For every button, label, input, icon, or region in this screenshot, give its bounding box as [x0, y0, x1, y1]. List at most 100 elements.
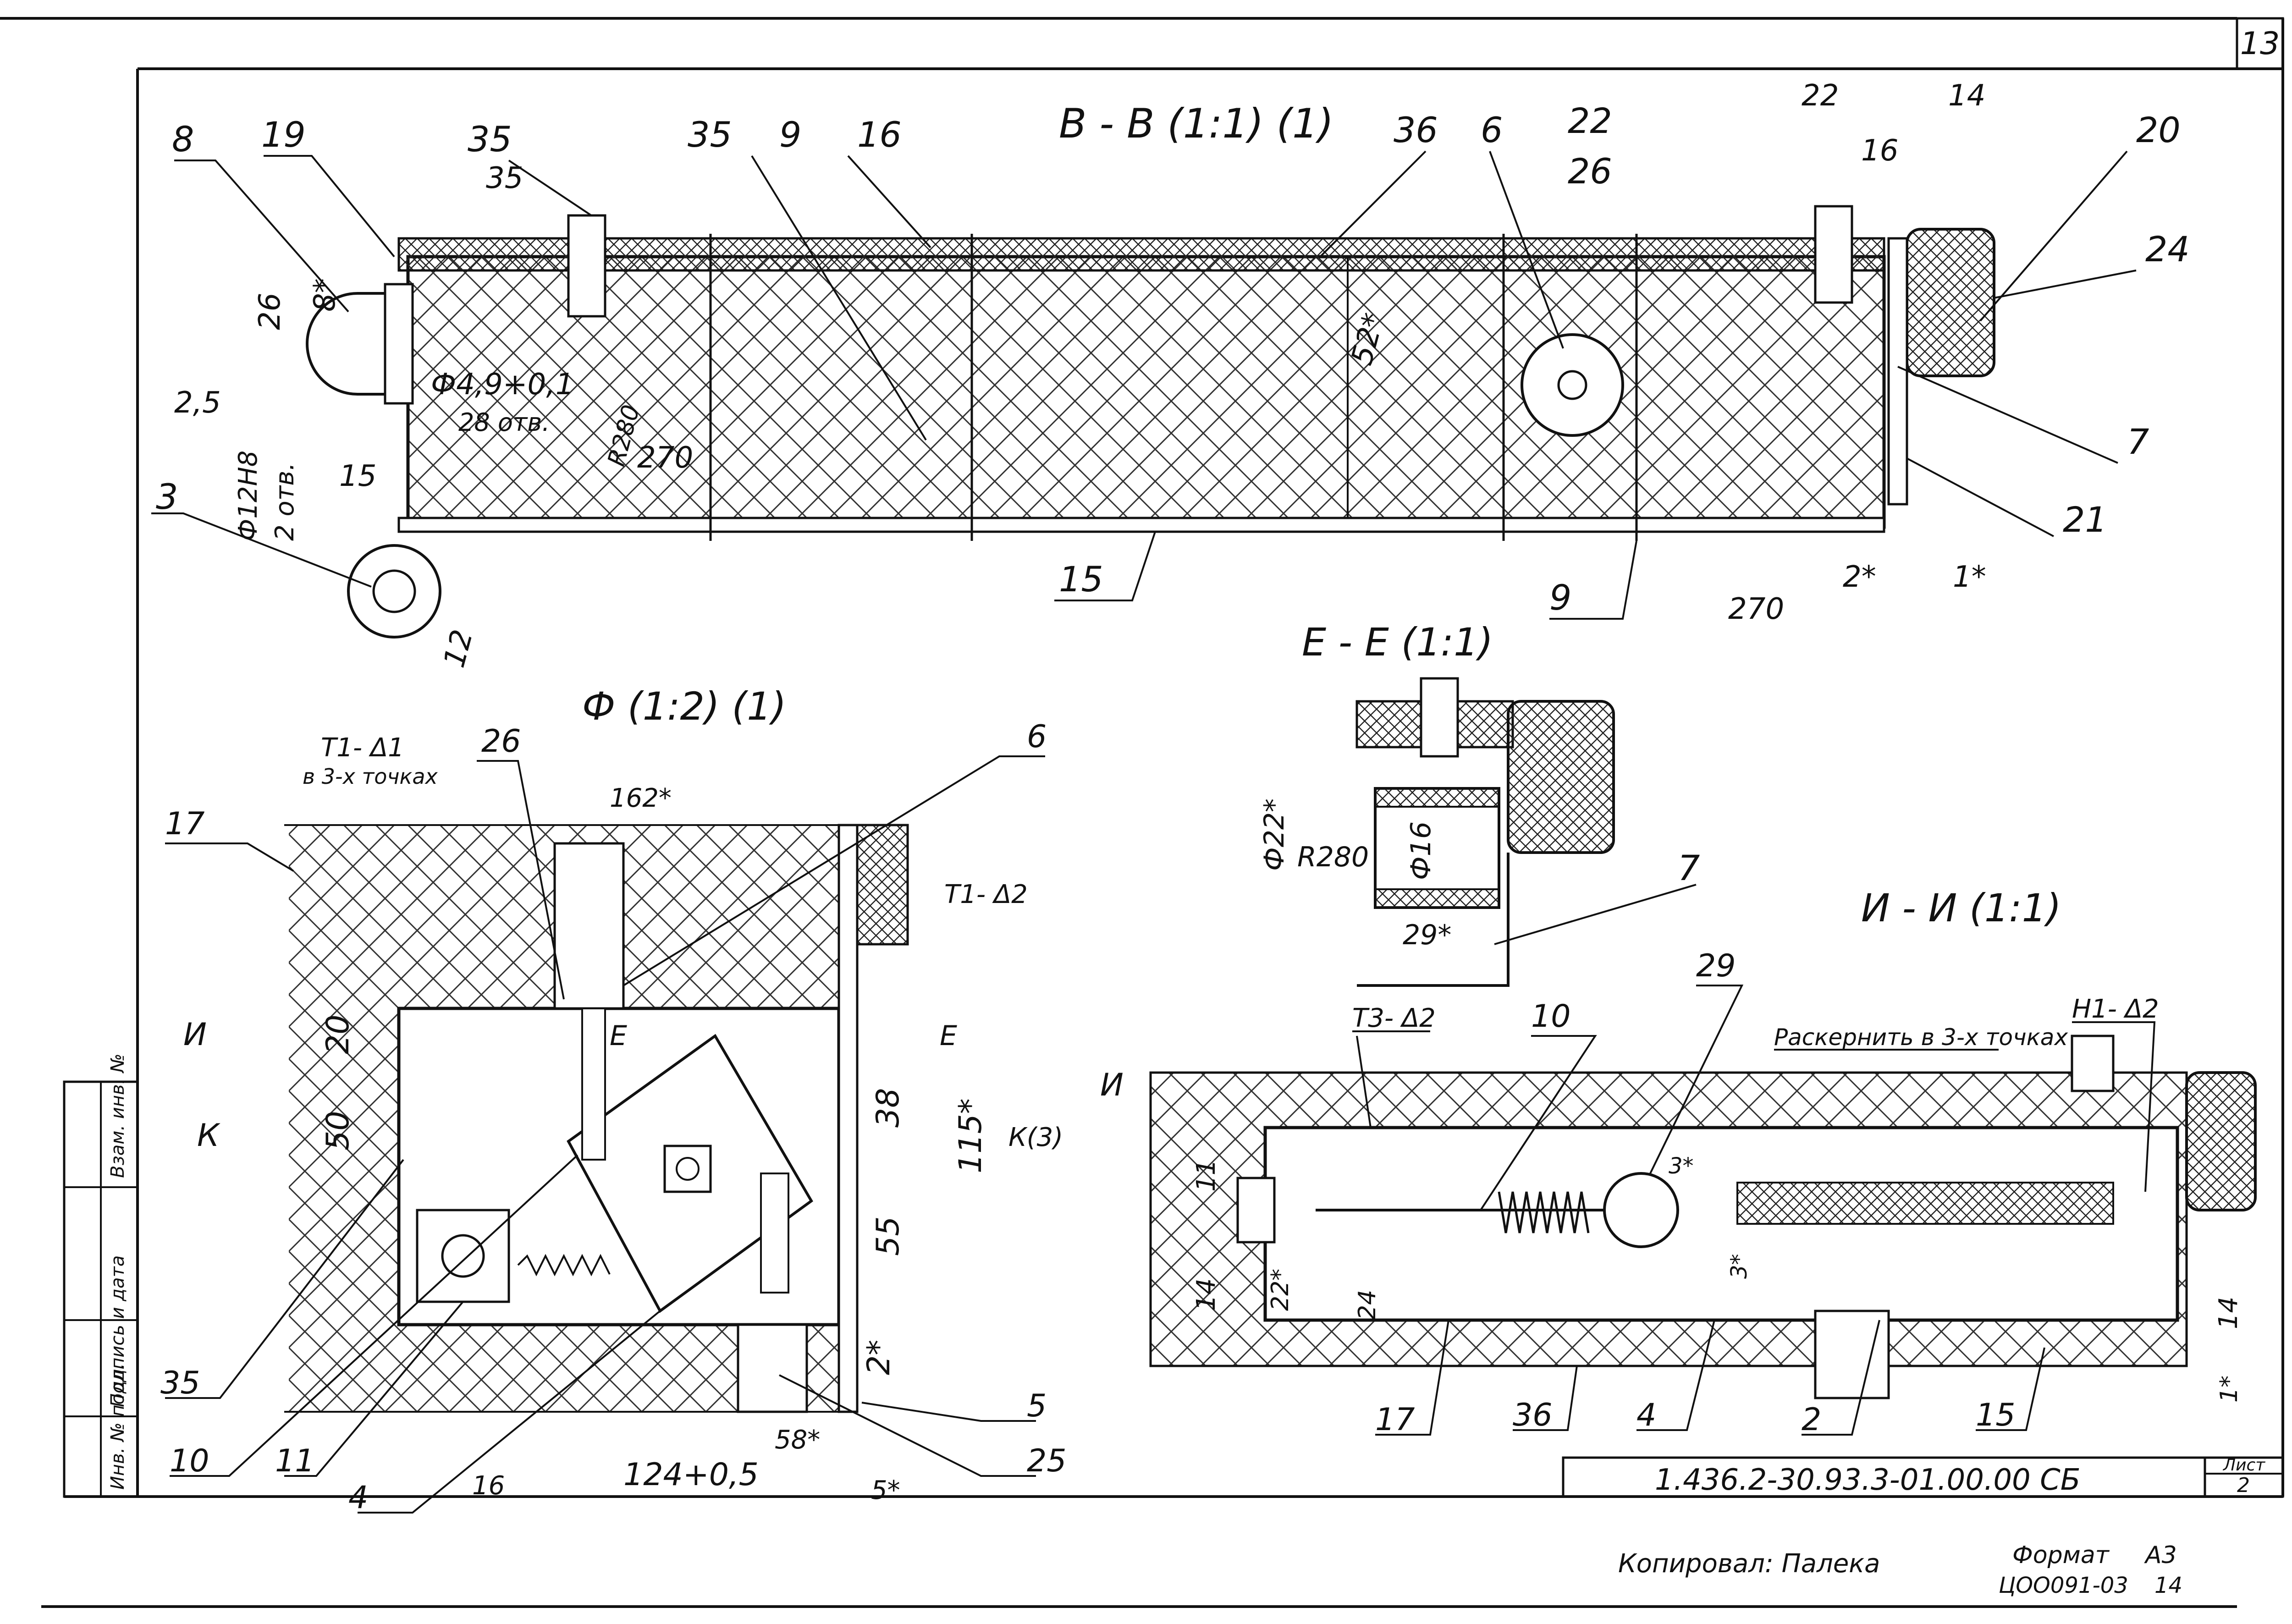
- svg-text:16: 16: [1861, 134, 1898, 168]
- svg-text:15: 15: [339, 459, 376, 493]
- svg-text:3*: 3*: [1669, 1153, 1694, 1179]
- view-ii: И - И (1:1): [1149, 886, 2257, 1399]
- svg-text:Н1- Δ2: Н1- Δ2: [2072, 994, 2159, 1024]
- svg-text:Т3- Δ2: Т3- Δ2: [1352, 1003, 1436, 1033]
- svg-text:4: 4: [1636, 1397, 1656, 1433]
- svg-text:Е: Е: [610, 1020, 627, 1052]
- format-value: А3: [2144, 1541, 2177, 1569]
- svg-text:36: 36: [1513, 1397, 1553, 1433]
- sheet-frame: [0, 17, 2284, 1608]
- svg-text:24: 24: [1354, 1290, 1381, 1320]
- svg-text:Раскернить в 3-х точках: Раскернить в 3-х точках: [1774, 1024, 2068, 1051]
- vv-callout: 22: [1568, 100, 1612, 141]
- vv-callout: 7: [2127, 421, 2149, 462]
- svg-text:50: 50: [320, 1111, 356, 1151]
- svg-text:25: 25: [1027, 1443, 1067, 1479]
- svg-text:12: 12: [437, 626, 480, 671]
- svg-text:И: И: [183, 1017, 207, 1053]
- svg-text:Т1- Δ1: Т1- Δ1: [321, 733, 404, 763]
- vv-dims: 35 26 8* 2,5 Ф12Н8 2 отв. 15 Ф4,9+0,1 28…: [174, 79, 1986, 671]
- vv-callout: 15: [1059, 559, 1103, 600]
- svg-text:14: 14: [2214, 1297, 2243, 1329]
- doc-code: 1.436.2-30.93.3-01.00.00 СБ: [1655, 1463, 2081, 1497]
- view-ee-title: Е - Е (1:1): [1302, 620, 1493, 665]
- vv-callout: 26: [1568, 151, 1612, 192]
- svg-text:8*: 8*: [308, 278, 342, 312]
- list-label: Лист: [2222, 1456, 2265, 1475]
- svg-text:20: 20: [320, 1014, 356, 1054]
- vv-callout: 21: [2063, 499, 2107, 540]
- svg-text:58*: 58*: [775, 1425, 820, 1455]
- svg-text:22: 22: [1802, 79, 1839, 113]
- vv-leaders: [151, 150, 2137, 620]
- vv-callout: 20: [2136, 110, 2181, 150]
- list-number: 2: [2237, 1474, 2250, 1497]
- vv-callout: 9: [1549, 577, 1571, 618]
- svg-text:R280: R280: [1297, 841, 1369, 873]
- vv-callout: 16: [857, 114, 902, 155]
- side-strip-label-2: Подпись и дата: [107, 1255, 128, 1407]
- svg-text:26: 26: [481, 723, 521, 760]
- vv-callout: 6: [1481, 110, 1503, 150]
- page-number: 13: [2240, 26, 2280, 62]
- ee-labels: 7 Ф22* R280 Ф16 29*: [1258, 798, 1700, 951]
- svg-text:29*: 29*: [1403, 919, 1451, 951]
- svg-text:Ф16: Ф16: [1405, 821, 1437, 880]
- svg-text:К: К: [197, 1118, 220, 1154]
- vv-callout: 19: [261, 114, 306, 155]
- svg-text:14: 14: [1948, 79, 1985, 113]
- view-ff-title: Ф (1:2) (1): [582, 684, 786, 729]
- vv-callout: 36: [1394, 110, 1438, 150]
- svg-text:38: 38: [870, 1088, 906, 1128]
- svg-text:162*: 162*: [610, 783, 672, 813]
- side-strip-label-1: Инв. № подл.: [107, 1363, 128, 1490]
- vv-callout: 8: [172, 119, 194, 160]
- svg-text:Т1- Δ2: Т1- Δ2: [944, 880, 1028, 909]
- svg-text:5*: 5*: [871, 1475, 900, 1505]
- vv-callout: 24: [2145, 229, 2190, 270]
- vv-callout: 35: [468, 119, 512, 160]
- svg-text:17: 17: [165, 806, 205, 842]
- archive-number: 14: [2154, 1573, 2182, 1598]
- side-strip: Инв. № подл. Подпись и дата Взам. инв. №: [63, 1053, 139, 1498]
- svg-text:124+0,5: 124+0,5: [623, 1457, 759, 1493]
- svg-text:16: 16: [472, 1471, 505, 1501]
- ii-leaders: [1352, 985, 2156, 1436]
- view-ff: Ф (1:2) (1): [289, 684, 909, 1413]
- vv-callouts: 8 19 35 35 9 16 36 6 22 26 20 24 7 21 3 …: [156, 100, 2190, 618]
- svg-text:Ф12Н8: Ф12Н8: [233, 451, 263, 541]
- svg-text:7: 7: [1678, 848, 1700, 888]
- vv-callout: 35: [688, 114, 732, 155]
- svg-text:10: 10: [170, 1443, 209, 1479]
- svg-text:10: 10: [1531, 998, 1571, 1035]
- svg-text:4: 4: [348, 1480, 368, 1516]
- side-strip-label-3: Взам. инв. №: [107, 1053, 128, 1178]
- svg-text:35: 35: [486, 161, 523, 195]
- svg-text:11: 11: [1191, 1159, 1221, 1192]
- svg-text:Е: Е: [940, 1020, 957, 1052]
- svg-text:26: 26: [253, 293, 287, 330]
- svg-text:14: 14: [1191, 1278, 1221, 1311]
- svg-text:К(3): К(3): [1008, 1123, 1063, 1152]
- svg-text:115*: 115*: [953, 1098, 989, 1173]
- svg-text:2*: 2*: [861, 1340, 897, 1375]
- view-ii-title: И - И (1:1): [1861, 886, 2061, 930]
- svg-text:270: 270: [637, 441, 693, 475]
- svg-text:2*: 2*: [1843, 560, 1876, 594]
- svg-text:29: 29: [1696, 948, 1736, 984]
- vv-callout: 9: [779, 114, 801, 155]
- copied-by: Копировал: Палека: [1618, 1549, 1880, 1579]
- svg-text:1*: 1*: [1953, 560, 1986, 594]
- format-label: Формат: [2012, 1541, 2110, 1569]
- svg-text:22*: 22*: [1267, 1269, 1294, 1311]
- svg-text:2: 2: [1802, 1402, 1821, 1438]
- svg-text:55: 55: [870, 1216, 906, 1256]
- svg-text:270: 270: [1728, 592, 1784, 626]
- svg-text:2,5: 2,5: [174, 386, 221, 420]
- svg-text:Ф22*: Ф22*: [1258, 798, 1290, 871]
- svg-text:11: 11: [275, 1443, 315, 1479]
- svg-text:1*: 1*: [2215, 1376, 2243, 1403]
- archive-code: ЦОО091-03: [1999, 1573, 2128, 1598]
- svg-text:2 отв.: 2 отв.: [270, 462, 300, 541]
